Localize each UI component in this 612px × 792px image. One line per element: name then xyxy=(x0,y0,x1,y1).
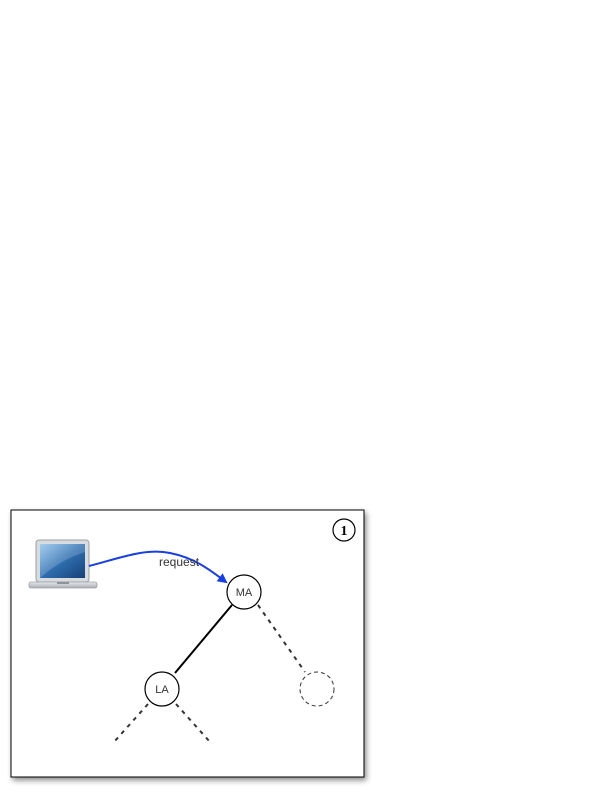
node-ma: MA xyxy=(226,574,262,610)
laptop-trackpad-notch xyxy=(57,582,69,584)
laptop-screen-glare xyxy=(40,544,85,578)
request-label: request xyxy=(159,555,200,569)
node-ma-label: MA xyxy=(236,587,253,599)
step-badge-circle xyxy=(332,518,356,542)
step-badge-label: 1 xyxy=(341,524,348,539)
laptop-icon xyxy=(28,539,98,589)
step-badge: 1 xyxy=(332,518,356,542)
node-la-label: LA xyxy=(155,684,169,696)
request-arrow xyxy=(88,550,228,584)
node-la: LA xyxy=(144,671,180,707)
laptop-screen xyxy=(40,544,85,578)
edge-ma-la xyxy=(174,604,233,674)
node-ma-circle xyxy=(226,574,262,610)
node-unlabeled xyxy=(299,671,335,707)
node-la-circle xyxy=(144,671,180,707)
